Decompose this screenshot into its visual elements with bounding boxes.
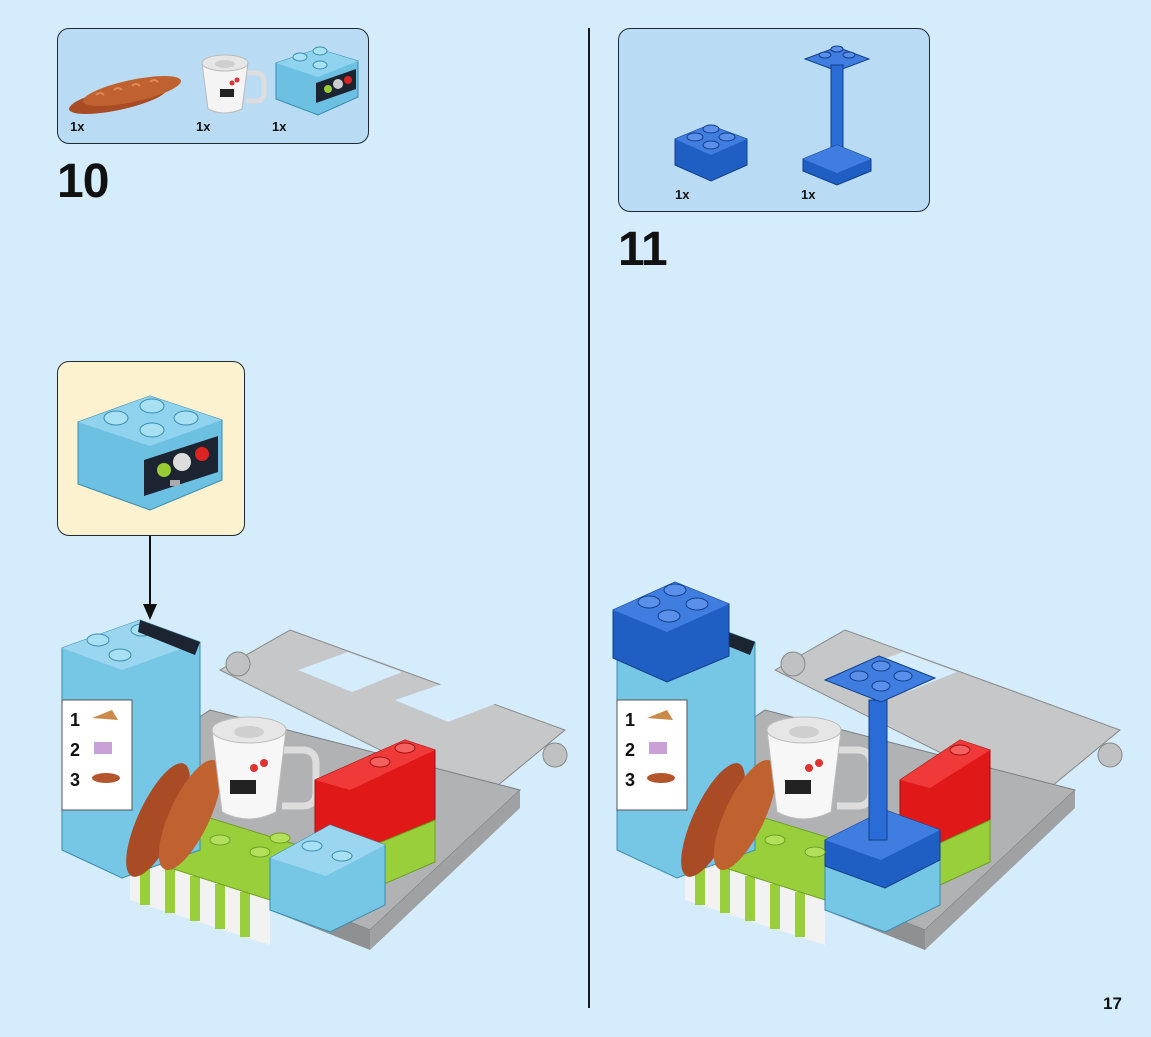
- cup-icon: [201, 54, 267, 114]
- menu-sign-number: 3: [70, 770, 80, 790]
- part-qty: 1x: [272, 119, 287, 134]
- step-10-model: 1 2 3: [60, 619, 568, 950]
- part-qty: 1x: [801, 187, 816, 202]
- blue-2x2-brick-icon: [674, 124, 748, 182]
- bread-loaf-icon: [69, 76, 181, 114]
- step-number: 11: [618, 223, 668, 276]
- blue-pole-icon: [802, 45, 872, 186]
- step-number: 10: [57, 155, 109, 208]
- page-divider: [588, 28, 590, 1008]
- menu-sign-number: 1: [625, 710, 635, 730]
- step-11-model: 1 2 3: [612, 581, 1123, 950]
- part-qty: 1x: [675, 187, 690, 202]
- part-qty: 1x: [70, 119, 85, 134]
- menu-sign-number: 3: [625, 770, 635, 790]
- coffee-machine-brick-icon: [275, 46, 359, 116]
- step-11-parts-box: 1x 1x: [618, 28, 930, 212]
- arrow-down-icon: [143, 536, 157, 620]
- menu-sign-number: 2: [70, 740, 80, 760]
- step-10-parts-box: 1x 1x 1x: [57, 28, 369, 144]
- page-number: 17: [1103, 994, 1122, 1013]
- callout-box: [57, 361, 245, 536]
- coffee-machine-brick-icon: [77, 395, 223, 511]
- part-qty: 1x: [196, 119, 211, 134]
- menu-sign-number: 2: [625, 740, 635, 760]
- menu-sign-number: 1: [70, 710, 80, 730]
